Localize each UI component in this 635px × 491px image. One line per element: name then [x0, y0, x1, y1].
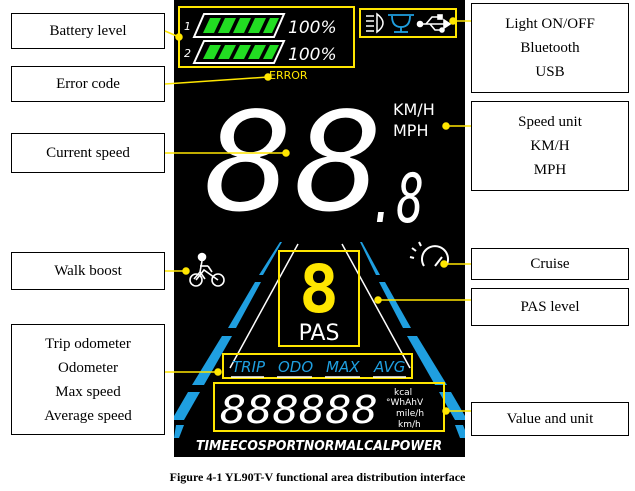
callout-label: Cruise	[530, 256, 570, 272]
value-frame	[213, 382, 445, 432]
battery2-number: 2	[184, 47, 191, 60]
pas-digit: 8	[299, 251, 339, 328]
modes-frame	[222, 353, 413, 379]
callout-value-and-unit: Value and unit	[471, 402, 629, 436]
callout-label: Walk boost	[54, 263, 122, 279]
bluetooth-icon	[388, 14, 414, 33]
bottom-mode-row: TIMEECOSPORTNORMALCALPOWER	[196, 439, 442, 454]
callout-label: Current speed	[46, 145, 130, 161]
lcd-display-graphics: 1 100% 2	[174, 6, 465, 454]
callout-trip-odometer: Trip odometer Odometer Max speed Average…	[11, 324, 165, 435]
callout-line: KM/H	[530, 138, 570, 154]
unit-kmh: KM/H	[393, 100, 435, 119]
speed-digits: 88	[204, 82, 384, 243]
value-digits: 888888	[220, 388, 378, 432]
callout-line: Average speed	[44, 407, 132, 424]
callout-cruise: Cruise	[471, 248, 629, 280]
callout-label: Error code	[56, 76, 120, 92]
callout-line: Odometer	[58, 359, 118, 376]
callout-pas-level: PAS level	[471, 288, 629, 326]
lcd-display-panel: 1 100% 2	[174, 0, 465, 457]
callout-line: Light ON/OFF	[505, 16, 595, 32]
battery2-icon	[192, 40, 286, 64]
mode-max: MAX	[326, 358, 360, 376]
usb-icon	[416, 14, 452, 33]
callout-label: Value and unit	[506, 411, 594, 427]
cruise-speedometer-icon	[409, 241, 449, 267]
lane-lines	[229, 243, 411, 369]
road-stripes-right	[360, 242, 465, 438]
battery2-percent: 100%	[288, 45, 337, 65]
figure-caption: Figure 4-1 YL90T-V functional area distr…	[169, 470, 466, 484]
road-stripes-left	[174, 242, 282, 438]
unit-mph: MPH	[393, 121, 428, 140]
callout-line: MPH	[533, 162, 567, 178]
walk-boost-icon	[189, 252, 225, 287]
headlight-icon	[366, 12, 384, 34]
pas-label: PAS	[299, 321, 340, 346]
mode-odo: ODO	[278, 358, 313, 376]
callout-line: Trip odometer	[45, 335, 131, 352]
battery1-percent: 100%	[288, 18, 337, 38]
callout-line: Bluetooth	[520, 40, 580, 56]
callout-label: PAS level	[520, 299, 580, 315]
callout-label: Battery level	[49, 23, 127, 39]
battery1-number: 1	[184, 20, 191, 33]
callout-battery-level: Battery level	[11, 13, 165, 49]
unit-mile-h: mile/h	[396, 409, 424, 419]
battery1-icon	[192, 13, 286, 38]
error-code-label: ERROR	[269, 69, 308, 82]
mode-trip: TRIP	[232, 358, 266, 376]
mode-avg: AVG	[373, 358, 405, 376]
callout-light-bluetooth-usb: Light ON/OFF Bluetooth USB	[471, 3, 629, 93]
callout-line: Speed unit	[518, 114, 582, 130]
pas-frame	[278, 250, 360, 347]
callout-walk-boost: Walk boost	[11, 252, 165, 290]
unit-kcal: kcal	[394, 388, 412, 398]
callout-current-speed: Current speed	[11, 133, 165, 173]
speed-decimal: .8	[369, 160, 424, 239]
callout-line: USB	[535, 64, 565, 80]
callout-speed-unit: Speed unit KM/H MPH	[471, 101, 629, 191]
callout-error-code: Error code	[11, 66, 165, 102]
callout-line: Max speed	[55, 383, 121, 400]
unit-whahv: °WhAhV	[386, 398, 424, 408]
unit-km-h: km/h	[398, 420, 421, 430]
